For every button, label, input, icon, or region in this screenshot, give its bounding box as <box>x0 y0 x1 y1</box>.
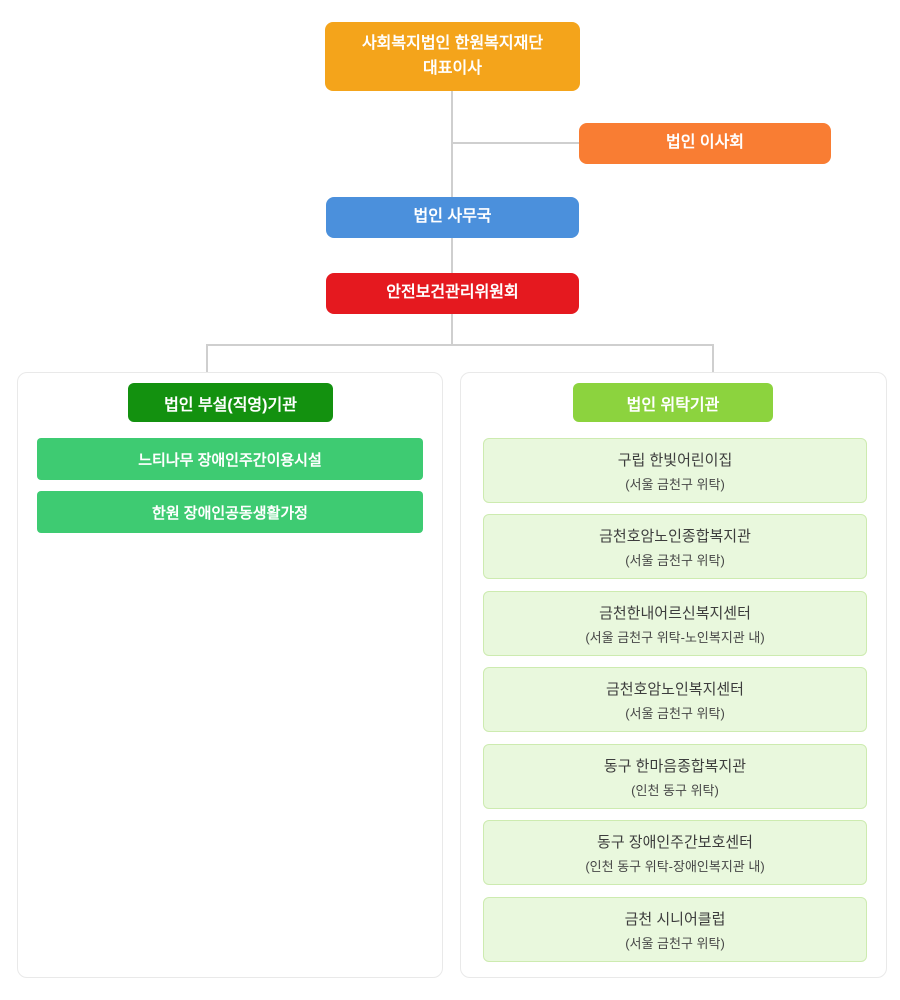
entrusted-item-subtitle: (인천 동구 위탁-장애인복지관 내) <box>585 858 765 874</box>
node-office-label: 법인 사무국 <box>413 208 492 226</box>
entrusted-item-title: 구립 한빛어린이집 <box>617 451 733 469</box>
entrusted-item-subtitle: (서울 금천구 위탁) <box>625 935 725 951</box>
entrusted-item-subtitle: (서울 금천구 위탁) <box>625 476 725 492</box>
entrusted-item: 금천호암노인복지센터 (서울 금천구 위탁) <box>483 667 867 732</box>
node-ceo-line2: 대표이사 <box>423 59 482 77</box>
entrusted-item: 금천한내어르신복지센터 (서울 금천구 위탁-노인복지관 내) <box>483 591 867 656</box>
direct-item: 느티나무 장애인주간이용시설 <box>37 438 423 480</box>
node-ceo-line1: 사회복지법인 한원복지재단 <box>361 34 544 52</box>
header-entrusted-institutions: 법인 위탁기관 <box>573 383 773 422</box>
node-office: 법인 사무국 <box>326 197 579 238</box>
node-board-label: 법인 이사회 <box>665 134 745 152</box>
node-safety-committee: 안전보건관리위원회 <box>326 273 579 314</box>
entrusted-item-subtitle: (서울 금천구 위탁) <box>625 705 725 721</box>
entrusted-item: 금천호암노인종합복지관 (서울 금천구 위탁) <box>483 514 867 579</box>
connector-office-safety <box>451 238 453 274</box>
entrusted-item-title: 동구 장애인주간보호센터 <box>597 833 753 851</box>
direct-item-label: 한원 장애인공동생활가정 <box>152 504 308 522</box>
direct-item: 한원 장애인공동생활가정 <box>37 491 423 533</box>
connector-drop-right <box>712 344 714 372</box>
connector-safety-split <box>451 314 453 345</box>
node-ceo: 사회복지법인 한원복지재단 대표이사 <box>325 22 580 91</box>
entrusted-item-title: 금천호암노인복지센터 <box>605 680 744 698</box>
entrusted-item-subtitle: (서울 금천구 위탁) <box>625 552 725 568</box>
connector-drop-left <box>206 344 208 372</box>
entrusted-item-title: 금천한내어르신복지센터 <box>599 604 751 622</box>
connector-split-horizontal <box>206 344 714 346</box>
direct-item-label: 느티나무 장애인주간이용시설 <box>138 451 322 469</box>
header-direct-label: 법인 부설(직영)기관 <box>164 396 297 414</box>
entrusted-item-title: 금천 시니어클럽 <box>624 910 726 928</box>
entrusted-item-subtitle: (서울 금천구 위탁-노인복지관 내) <box>585 629 765 645</box>
entrusted-item-title: 금천호암노인종합복지관 <box>599 527 751 545</box>
entrusted-item: 동구 장애인주간보호센터 (인천 동구 위탁-장애인복지관 내) <box>483 820 867 885</box>
entrusted-item-subtitle: (인천 동구 위탁) <box>631 782 719 798</box>
connector-board-branch <box>452 142 580 144</box>
connector-root-office <box>451 91 453 198</box>
node-safety-label: 안전보건관리위원회 <box>386 284 519 302</box>
header-entrusted-label: 법인 위탁기관 <box>626 396 720 414</box>
entrusted-item: 금천 시니어클럽 (서울 금천구 위탁) <box>483 897 867 962</box>
entrusted-item: 동구 한마음종합복지관 (인천 동구 위탁) <box>483 744 867 809</box>
entrusted-item-title: 동구 한마음종합복지관 <box>603 757 747 775</box>
entrusted-item: 구립 한빛어린이집 (서울 금천구 위탁) <box>483 438 867 503</box>
header-direct-institutions: 법인 부설(직영)기관 <box>128 383 333 422</box>
node-board: 법인 이사회 <box>579 123 831 164</box>
